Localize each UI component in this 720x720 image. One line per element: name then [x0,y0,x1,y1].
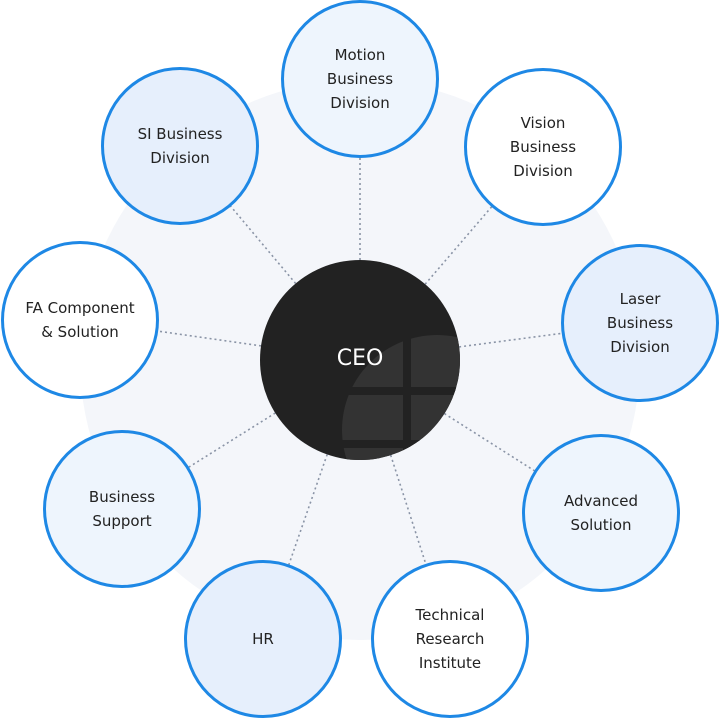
division-label: Motion Business Division [326,46,394,112]
division-node[interactable]: Vision Business Division [464,68,622,226]
logo-divider [342,387,460,395]
division-label: HR [252,630,274,648]
division-node[interactable]: Advanced Solution [522,434,680,592]
division-node[interactable]: Motion Business Division [281,0,439,158]
division-label: Laser Business Division [606,290,674,356]
division-node[interactable]: Technical Research Institute [371,560,529,718]
division-node[interactable]: Laser Business Division [561,244,719,402]
division-label: Business Support [88,488,156,530]
division-label: Advanced Solution [563,492,639,534]
division-node[interactable]: FA Component & Solution [1,241,159,399]
division-node[interactable]: Business Support [43,430,201,588]
connector-line [359,359,451,640]
logo-divider [342,440,460,448]
division-label: FA Component & Solution [25,299,135,341]
ceo-label: CEO [336,346,384,371]
division-node[interactable]: HR [184,560,342,718]
division-label: SI Business Division [137,125,223,167]
ceo-node[interactable]: CEO [260,260,460,460]
division-node[interactable]: SI Business Division [101,67,259,225]
logo-divider [403,335,411,460]
division-label: Technical Research Institute [415,606,485,672]
division-label: Vision Business Division [509,114,577,180]
